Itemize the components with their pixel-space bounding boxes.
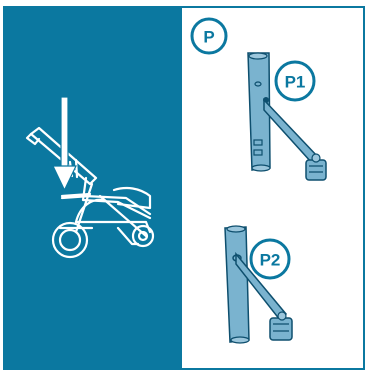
badge-p1: P1 — [276, 62, 314, 100]
badge-p2-label: P2 — [260, 251, 281, 270]
badge-p1-label: P1 — [285, 73, 306, 92]
hinge-bracket-icon — [270, 312, 292, 340]
badge-p-label: P — [203, 28, 214, 47]
badge-p: P — [192, 19, 226, 53]
stroller-icon — [27, 128, 153, 257]
badge-p2: P2 — [251, 240, 289, 278]
